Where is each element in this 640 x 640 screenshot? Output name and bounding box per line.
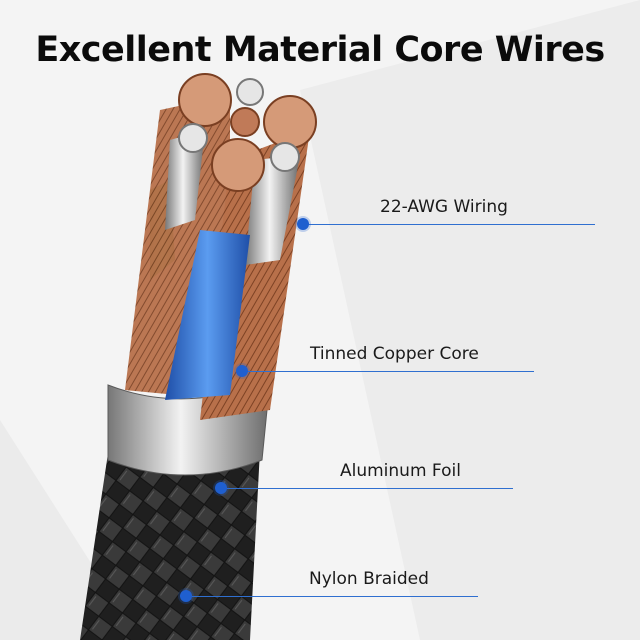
callout-label-awg: 22-AWG Wiring [380,197,508,217]
tinned-strand-1 [165,130,205,230]
callout-label-nylon: Nylon Braided [309,569,429,589]
callout-line-awg [303,224,595,225]
callout-dot-foil [215,482,227,494]
callout-dot-awg [297,218,309,230]
tinned-strand-2 [245,155,300,265]
callout-label-foil: Aluminum Foil [340,461,461,481]
callout-label-copper: Tinned Copper Core [310,344,479,364]
callout-dot-nylon [180,590,192,602]
blue-wire [165,230,250,400]
page-title: Excellent Material Core Wires [35,30,605,70]
wire-cross-sections [178,73,317,192]
callout-line-nylon [186,596,478,597]
callout-line-foil [221,488,513,489]
callout-dot-copper [236,365,248,377]
callout-line-copper [242,371,534,372]
